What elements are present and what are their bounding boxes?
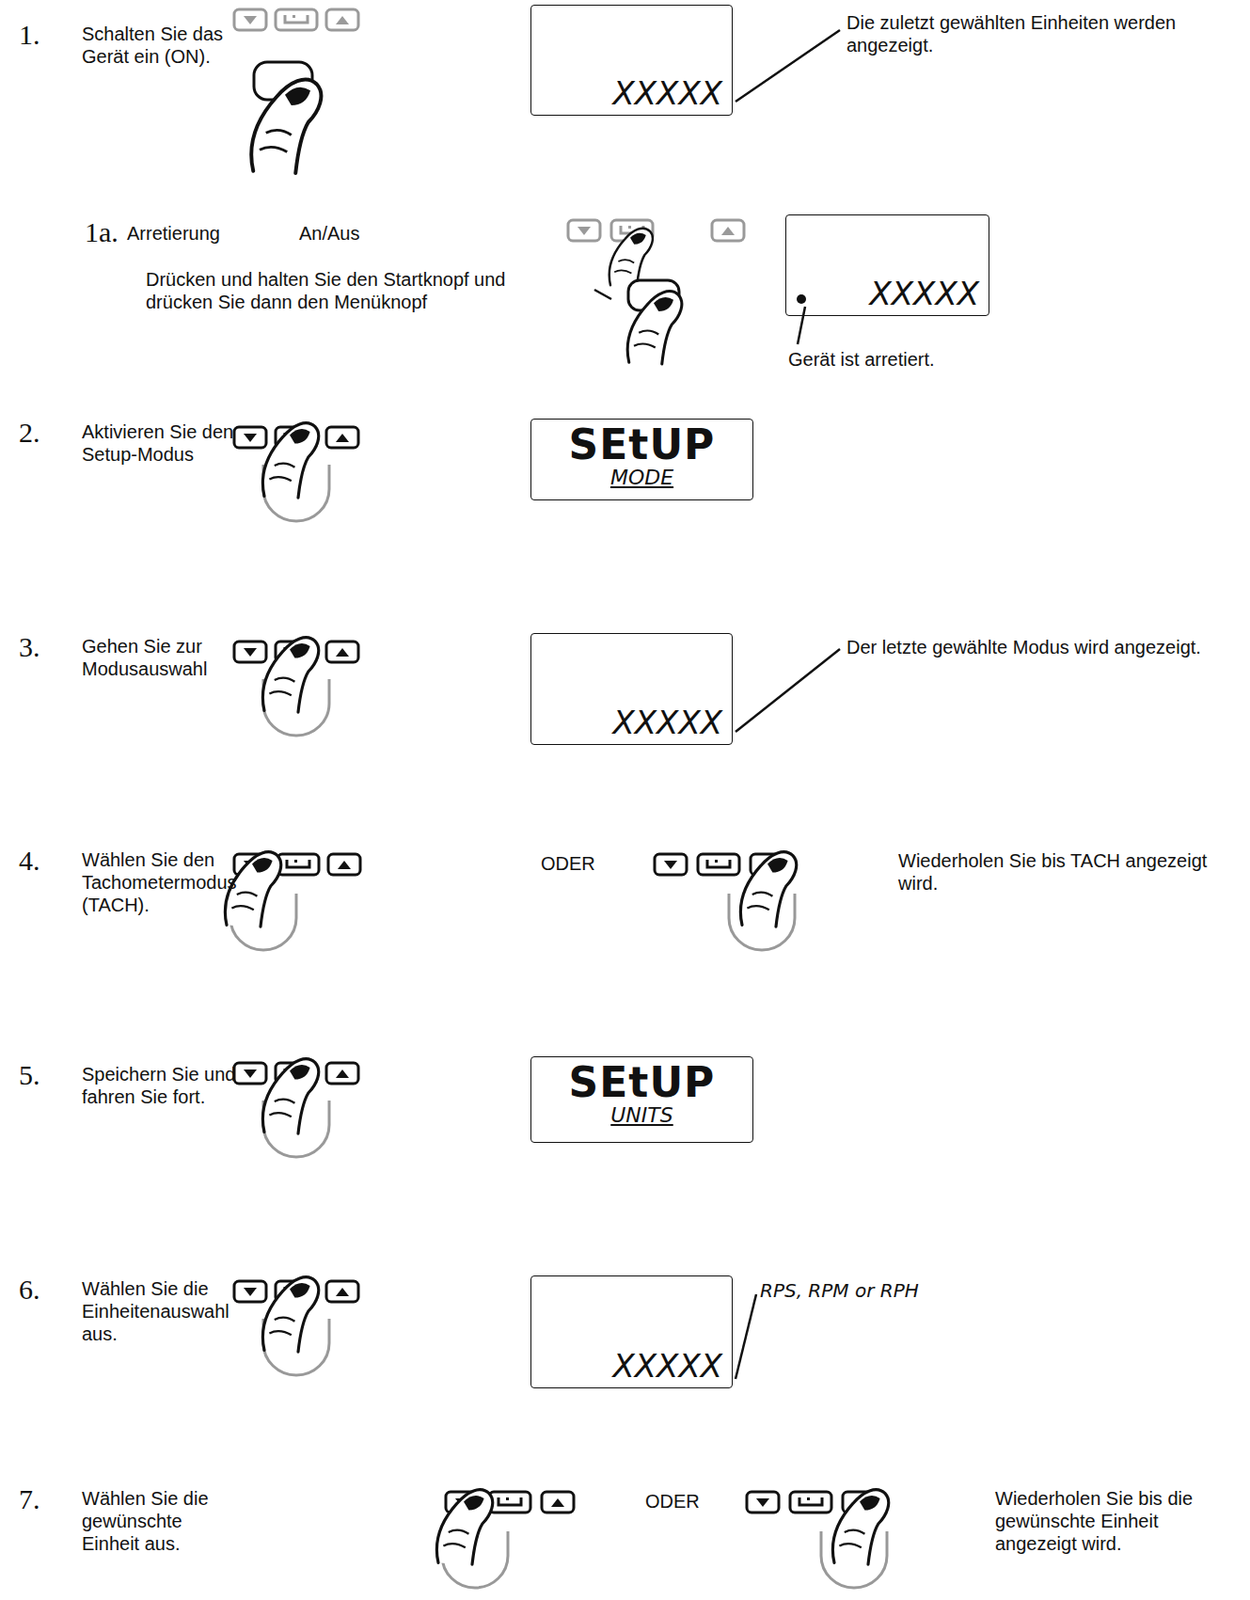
instruction-text: Wählen Sie den Tachometermodus (TACH). — [81, 848, 238, 917]
instruction-text: Die zuletzt gewählten Einheiten werden a… — [846, 11, 1242, 57]
step-number: 1a. — [84, 218, 119, 247]
lcd-display: SEtUPUNITS — [530, 1056, 754, 1143]
down-button — [234, 1281, 267, 1302]
hand — [832, 1489, 888, 1566]
hand — [262, 1277, 318, 1353]
display-text: SEtUP — [531, 1057, 753, 1105]
lcd-display: XXXXX — [785, 214, 990, 317]
lcd-display: XXXXX — [530, 632, 733, 745]
down-button — [654, 854, 687, 875]
instruction-text: Wiederholen Sie bis die gewünschte Einhe… — [995, 1487, 1242, 1555]
instruction-text: Drücken und halten Sie den Startknopf un… — [145, 268, 508, 314]
display-text: XXXXX — [613, 76, 723, 111]
step-number: 7. — [18, 1485, 41, 1514]
instruction-text: Der letzte gewählte Modus wird angezeigt… — [846, 635, 1242, 659]
hand — [262, 1059, 318, 1135]
instruction-text: Wählen Sie die gewünschte Einheit aus. — [81, 1487, 238, 1555]
down-button — [234, 641, 267, 663]
hand — [609, 228, 653, 287]
instruction-text: ODER — [645, 1489, 700, 1513]
down-button — [234, 1062, 267, 1084]
up-button — [326, 9, 359, 31]
step-number: 4. — [18, 846, 41, 875]
down-button — [568, 220, 601, 241]
down-button — [746, 1491, 779, 1513]
instruction-text: Aktivieren Sie den Setup-Modus — [81, 420, 238, 466]
up-button — [712, 220, 744, 241]
step-number: 1. — [18, 20, 41, 49]
up-button — [328, 854, 361, 875]
up-button — [326, 641, 359, 663]
step-number: 6. — [18, 1275, 41, 1304]
instruction-text: Wählen Sie die Einheitenauswahl aus. — [81, 1277, 238, 1345]
instruction-text: Arretierung — [126, 221, 221, 245]
up-button — [326, 1062, 359, 1084]
instruction-text: Wiederholen Sie bis TACH angezeigt wird. — [898, 849, 1242, 895]
step-number: 5. — [18, 1060, 41, 1090]
hand — [251, 79, 321, 174]
lock-dot — [796, 294, 807, 304]
up-button — [541, 1491, 574, 1513]
menu-button — [489, 1491, 531, 1513]
leader-line — [735, 1294, 757, 1379]
hand — [262, 423, 318, 499]
hand — [262, 637, 318, 713]
display-text: XXXXX — [870, 276, 980, 312]
leader-line — [797, 306, 806, 345]
lcd-display: SEtUPMODE — [530, 418, 754, 501]
lcd-display: XXXXX — [530, 4, 733, 116]
menu-button — [275, 9, 317, 31]
instruction-text: ODER — [540, 852, 596, 875]
hand — [627, 291, 682, 364]
display-text: XXXXX — [613, 1348, 723, 1384]
step-number: 2. — [18, 418, 41, 447]
lcd-display: XXXXX — [530, 1275, 733, 1389]
up-button — [326, 427, 359, 448]
down-button — [234, 427, 267, 448]
instruction-text: An/Aus — [299, 221, 360, 245]
instruction-text: Speichern Sie und fahren Sie fort. — [81, 1062, 238, 1108]
step-number: 3. — [18, 632, 41, 662]
display-text: XXXXX — [613, 705, 723, 741]
menu-button — [277, 854, 319, 875]
leader-line — [735, 648, 840, 732]
instruction-text: RPS, RPM or RPH — [759, 1279, 919, 1302]
hand — [436, 1489, 492, 1566]
hand — [740, 852, 796, 928]
up-button — [326, 1281, 359, 1302]
instruction-text: Gehen Sie zur Modusauswahl — [81, 634, 238, 681]
menu-button — [790, 1491, 832, 1513]
down-button — [234, 9, 267, 31]
display-text: UNITS — [531, 1104, 753, 1127]
display-text: SEtUP — [531, 419, 753, 467]
instruction-text: Gerät ist arretiert. — [788, 348, 935, 371]
display-text: MODE — [531, 466, 753, 490]
menu-button — [697, 854, 740, 875]
instruction-text: Schalten Sie das Gerät ein (ON). — [81, 22, 238, 68]
leader-line — [735, 30, 840, 102]
pointer-line — [594, 289, 612, 300]
